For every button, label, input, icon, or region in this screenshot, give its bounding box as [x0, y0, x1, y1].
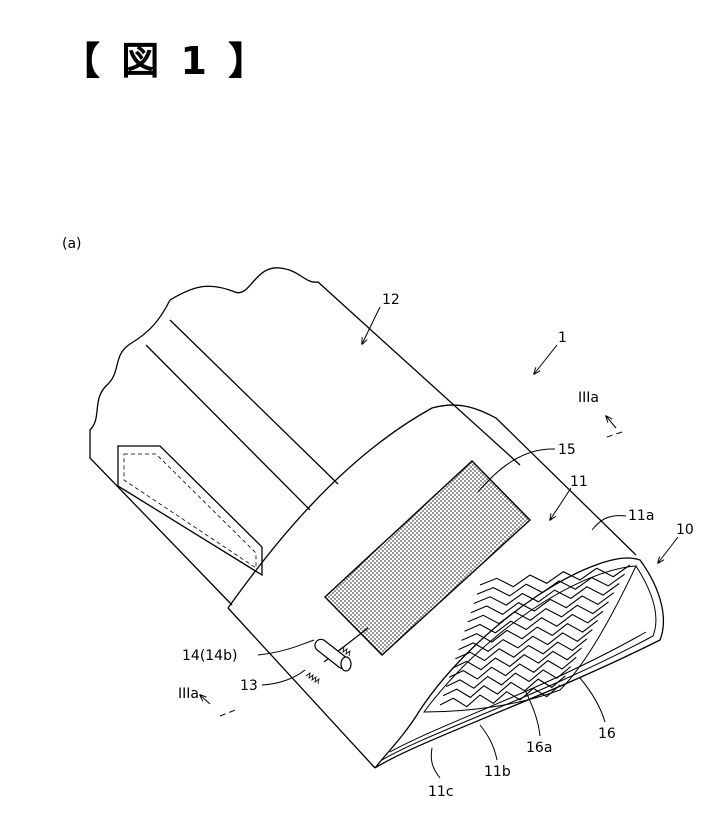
label-11: 11 — [570, 474, 588, 490]
label-section-top: IIIa — [578, 390, 599, 406]
label-15: 15 — [558, 442, 576, 458]
leader-10 — [658, 536, 679, 563]
label-16: 16 — [598, 726, 616, 742]
label-16a: 16a — [526, 740, 552, 756]
leader-11a — [591, 515, 627, 531]
figure-title: 【 図 1 】 — [62, 39, 271, 83]
leader-14 — [257, 639, 315, 656]
label-13: 13 — [240, 678, 258, 694]
cuff-outer — [227, 404, 637, 609]
liner-wave-pattern — [439, 564, 631, 708]
liner-wave-line — [467, 601, 609, 625]
leader-11 — [550, 487, 572, 520]
leader-15 — [477, 448, 556, 493]
section-line-bottom — [219, 708, 239, 717]
patch — [323, 460, 532, 656]
leader-1 — [534, 344, 558, 374]
liner-wave-line — [473, 583, 620, 606]
liner-wave-line — [470, 592, 615, 616]
section-line-top — [603, 431, 623, 439]
leader-12 — [362, 306, 381, 344]
section-arrow-top — [606, 416, 617, 429]
section-arrow-bottom — [200, 695, 211, 705]
fastener — [305, 627, 369, 685]
label-10: 10 — [676, 522, 694, 538]
sleeve-tab — [117, 445, 263, 577]
label-11a: 11a — [628, 508, 654, 524]
liner-wave-line — [452, 647, 582, 671]
sleeve — [89, 267, 521, 606]
label-section-bottom: IIIa — [178, 686, 199, 702]
liner-wave-line — [448, 656, 577, 680]
leader-11b — [479, 724, 498, 761]
liner-wave-line — [458, 629, 593, 652]
leader-lines — [200, 306, 679, 779]
fastener-end — [340, 656, 352, 672]
liner-boundary — [423, 565, 637, 713]
sleeve-band-line-1 — [169, 319, 339, 485]
leader-16 — [579, 677, 606, 723]
label-1: 1 — [558, 330, 567, 346]
cuff-left-edge — [227, 607, 376, 769]
cuff-opening-inner-2 — [389, 631, 647, 753]
label-11b: 11b — [484, 764, 511, 780]
liner-wave-line — [439, 684, 561, 708]
liner-wave-line — [464, 610, 604, 634]
liner-wave-line — [445, 666, 572, 689]
label-11c: 11c — [428, 784, 454, 800]
label-14: 14(14b) — [182, 648, 237, 664]
liner-wave-line — [455, 638, 588, 662]
cuff-opening-inner-1 — [381, 565, 657, 761]
leader-13 — [261, 669, 306, 686]
cuff — [227, 404, 665, 769]
sleeve-band-line-2 — [145, 344, 311, 511]
leader-16a — [524, 689, 541, 737]
liner-wave-line — [461, 619, 599, 643]
liner-wave-line — [442, 675, 566, 699]
view-label: (a) — [62, 236, 82, 252]
fastener-thread-2 — [339, 646, 351, 657]
cuff-opening-outer — [374, 557, 665, 769]
liner-wave-line — [479, 564, 631, 588]
label-12: 12 — [382, 292, 400, 308]
sleeve-tab-stitch — [123, 453, 257, 569]
fastener-thread — [305, 672, 320, 685]
leader-11c — [430, 747, 441, 779]
sleeve-top-edge — [169, 267, 521, 466]
liner-wave-line — [476, 573, 625, 597]
sleeve-left-edge — [89, 299, 233, 606]
